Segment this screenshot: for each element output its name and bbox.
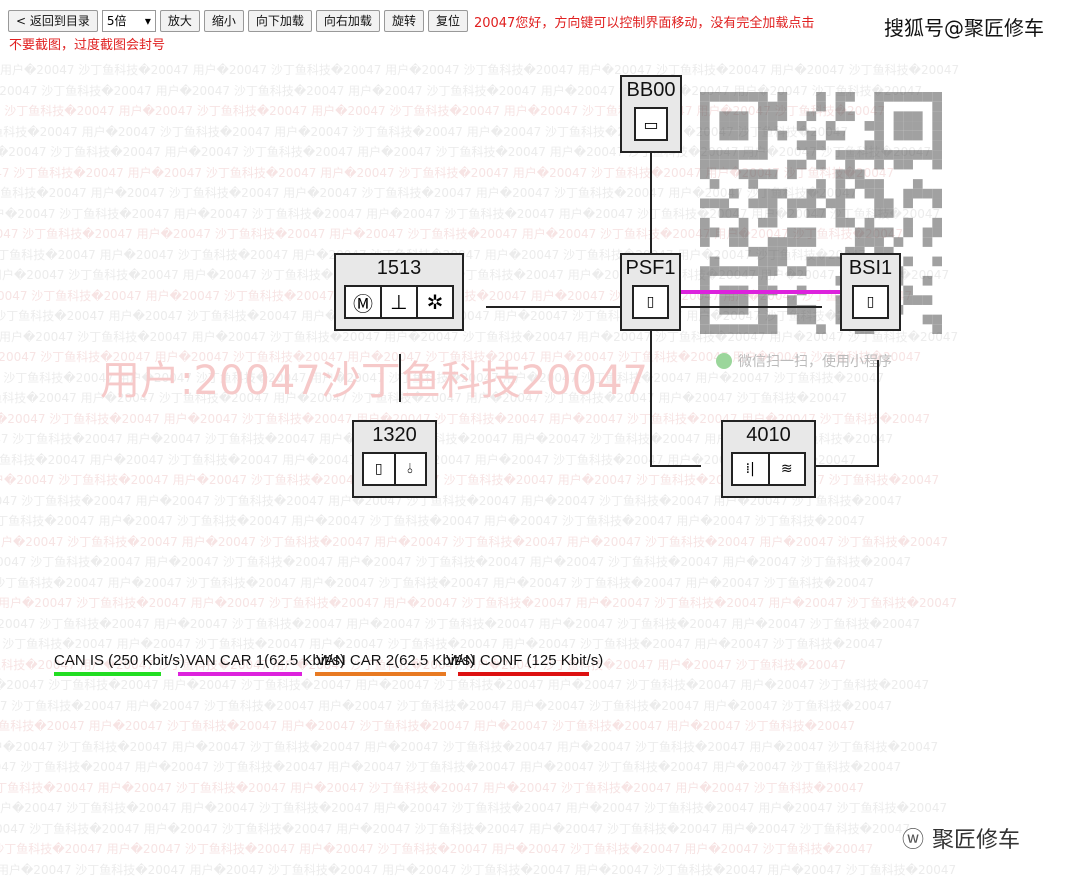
background-text-row: 用户�20047 沙丁鱼科技�20047 用户�20047 沙丁鱼科技�2004… bbox=[0, 862, 957, 877]
background-text-row: 用户�20047 沙丁鱼科技�20047 用户�20047 沙丁鱼科技�2004… bbox=[0, 534, 949, 549]
background-text-row: 用户�20047 沙丁鱼科技�20047 用户�20047 沙丁鱼科技�2004… bbox=[0, 370, 885, 385]
legend-swatch-van-car2 bbox=[315, 672, 446, 676]
component-label: BB00 bbox=[626, 79, 676, 101]
component-label: 1320 bbox=[372, 424, 417, 446]
background-text-row: 用户�20047 沙丁鱼科技�20047 用户�20047 沙丁鱼科技�2004… bbox=[0, 514, 866, 528]
background-text-row: 用户�20047 沙丁鱼科技�20047 用户�20047 沙丁鱼科技�2004… bbox=[0, 678, 930, 692]
background-text-row: 用户�20047 沙丁鱼科技�20047 用户�20047 沙丁鱼科技�2004… bbox=[0, 780, 865, 795]
screenshot-warning: 不要截图，过度截图会封号 bbox=[9, 38, 166, 53]
footer-brand: ⓦ 聚匠修车 bbox=[902, 822, 1020, 854]
chip-icon: ▯ bbox=[852, 285, 889, 319]
background-text-row: 用户�20047 沙丁鱼科技�20047 用户�20047 沙丁鱼科技�2004… bbox=[0, 493, 903, 508]
background-watermark-text: 用户�20047 沙丁鱼科技�20047 用户�20047 沙丁鱼科技�2004… bbox=[0, 60, 1080, 884]
zoom-level-value: 5倍 bbox=[106, 14, 127, 28]
battery-icon: ▭ bbox=[634, 107, 668, 141]
background-text-row: 用户�20047 沙丁鱼科技�20047 用户�20047 沙丁鱼科技�2004… bbox=[0, 760, 902, 774]
background-text-row: 用户�20047 沙丁鱼科技�20047 用户�20047 沙丁鱼科技�2004… bbox=[0, 719, 856, 733]
legend-swatch-van-conf bbox=[458, 672, 589, 676]
large-watermark: 用户:20047沙丁鱼科技20047 bbox=[100, 358, 648, 404]
zoom-out-button[interactable]: 缩小 bbox=[203, 10, 244, 32]
heater-icon: ≋ bbox=[780, 461, 793, 477]
background-text-row: 用户�20047 沙丁鱼科技�20047 用户�20047 沙丁鱼科技�2004… bbox=[0, 432, 894, 446]
background-text-row: 用户�20047 沙丁鱼科技�20047 用户�20047 沙丁鱼科技�2004… bbox=[0, 698, 893, 713]
chip-icon: ▯ bbox=[364, 454, 396, 484]
back-to-catalog-button[interactable]: < 返回到目录 bbox=[8, 10, 98, 32]
footer-brand-text: 聚匠修车 bbox=[932, 828, 1021, 853]
toolbar: < 返回到目录 5倍 ▾ 放大 缩小 向下加载 向右加载 旋转 复位 20047您… bbox=[8, 10, 814, 32]
load-right-button[interactable]: 向右加载 bbox=[315, 10, 380, 32]
line-4010-bsi1 bbox=[816, 360, 879, 467]
background-text-row: 用户�20047 沙丁鱼科技�20047 用户�20047 沙丁鱼科技�2004… bbox=[0, 227, 904, 241]
fan-motor-icon: Ⓜ bbox=[346, 287, 382, 317]
component-label: 1513 bbox=[376, 257, 422, 279]
line-psf1-4010 bbox=[650, 331, 701, 467]
legend-label: VAN CONF (125 Kbit/s) bbox=[446, 652, 604, 669]
rotate-button[interactable]: 旋转 bbox=[383, 10, 424, 32]
background-text-row: 用户�20047 沙丁鱼科技�20047 用户�20047 沙丁鱼科技�2004… bbox=[0, 63, 960, 77]
reset-button[interactable]: 复位 bbox=[427, 10, 468, 32]
background-text-row: 用户�20047 沙丁鱼科技�20047 用户�20047 沙丁鱼科技�2004… bbox=[0, 555, 912, 569]
zoom-level-select[interactable]: 5倍 ▾ bbox=[101, 10, 156, 32]
background-text-row: 用户�20047 沙丁鱼科技�20047 用户�20047 沙丁鱼科技�2004… bbox=[0, 411, 931, 426]
sohu-brand-overlay: 搜狐号@聚匠修车 bbox=[884, 12, 1044, 41]
background-text-row: 用户�20047 沙丁鱼科技�20047 用户�20047 沙丁鱼科技�2004… bbox=[0, 391, 848, 405]
background-text-row: 用户�20047 沙丁鱼科技�20047 用户�20047 沙丁鱼科技�2004… bbox=[0, 842, 874, 856]
background-text-row: 用户�20047 沙丁鱼科技�20047 用户�20047 沙丁鱼科技�2004… bbox=[0, 145, 932, 159]
background-text-row: 用户�20047 沙丁鱼科技�20047 用户�20047 沙丁鱼科技�2004… bbox=[0, 83, 923, 98]
background-text-row: 用户�20047 沙丁鱼科技�20047 用户�20047 沙丁鱼科技�2004… bbox=[0, 821, 911, 836]
component-1320[interactable]: 1320 ▯ ⫰ bbox=[352, 420, 437, 498]
component-4010[interactable]: 4010 ⁞| ≋ bbox=[721, 420, 816, 498]
ac-icon: ✲ bbox=[426, 290, 444, 314]
qr-caption-text: 微信扫一扫，使用小程序 bbox=[738, 354, 892, 370]
background-text-row: 用户�20047 沙丁鱼科技�20047 用户�20047 沙丁鱼科技�2004… bbox=[0, 637, 884, 651]
component-psf1[interactable]: PSF1 ▯ bbox=[620, 253, 681, 331]
load-down-button[interactable]: 向下加载 bbox=[247, 10, 312, 32]
background-text-row: 用户�20047 沙丁鱼科技�20047 用户�20047 沙丁鱼科技�2004… bbox=[0, 801, 948, 815]
notice-text: 20047您好，方向键可以控制界面移动，没有完全加载点击 bbox=[473, 15, 815, 31]
component-icons: ▯ ⫰ bbox=[362, 452, 427, 486]
component-bb00[interactable]: BB00 ▭ bbox=[620, 75, 682, 153]
background-text-row: 用户�20047 沙丁鱼科技�20047 用户�20047 沙丁鱼科技�2004… bbox=[0, 596, 958, 610]
background-text-row: 用户�20047 沙丁鱼科技�20047 用户�20047 沙丁鱼科技�2004… bbox=[0, 473, 940, 487]
background-text-row: 用户�20047 沙丁鱼科技�20047 用户�20047 沙丁鱼科技�2004… bbox=[0, 657, 847, 672]
component-label: PSF1 bbox=[625, 257, 676, 279]
component-label: 4010 bbox=[746, 424, 791, 446]
background-text-row: 用户�20047 沙丁鱼科技�20047 用户�20047 沙丁鱼科技�2004… bbox=[0, 616, 921, 631]
legend-label: CAN IS (250 Kbit/s) bbox=[54, 652, 185, 669]
chip-icon: ▯ bbox=[632, 285, 669, 319]
component-icons: ⁞| ≋ bbox=[731, 452, 806, 486]
legend-label: VAN CAR 2(62.5 Kbit/s) bbox=[316, 652, 475, 669]
wechat-icon bbox=[716, 353, 732, 369]
background-text-row: 用户�20047 沙丁鱼科技�20047 用户�20047 沙丁鱼科技�2004… bbox=[0, 206, 941, 221]
legend-swatch-van-car1 bbox=[178, 672, 302, 676]
legend-label: VAN CAR 1(62.5 Kbit/s) bbox=[186, 652, 345, 669]
background-text-row: 用户�20047 沙丁鱼科技�20047 用户�20047 沙丁鱼科技�2004… bbox=[0, 350, 922, 364]
component-label: BSI1 bbox=[848, 257, 893, 279]
background-text-row: 用户�20047 沙丁鱼科技�20047 用户�20047 沙丁鱼科技�2004… bbox=[0, 165, 895, 180]
coolant-temp-icon: ⊥ bbox=[382, 287, 418, 317]
background-text-row: 用户�20047 沙丁鱼科技�20047 用户�20047 沙丁鱼科技�2004… bbox=[0, 575, 875, 590]
injector-icon: ⫰ bbox=[407, 461, 414, 477]
component-bsi1[interactable]: BSI1 ▯ bbox=[840, 253, 901, 331]
background-text-row: 用户�20047 沙丁鱼科技�20047 用户�20047 沙丁鱼科技�2004… bbox=[0, 739, 939, 754]
qr-caption: 微信扫一扫，使用小程序 bbox=[716, 351, 892, 371]
switch-icon: ⁞| bbox=[733, 454, 770, 484]
legend-swatch-can-is bbox=[54, 672, 161, 676]
component-icons: Ⓜ ⊥ ✲ bbox=[344, 285, 454, 319]
dropdown-arrow-icon: ▾ bbox=[144, 14, 151, 28]
zoom-in-button[interactable]: 放大 bbox=[159, 10, 200, 32]
wechat-icon: ⓦ bbox=[902, 828, 925, 853]
background-text-row: 用户�20047 沙丁鱼科技�20047 用户�20047 沙丁鱼科技�2004… bbox=[0, 186, 858, 200]
component-1513[interactable]: 1513 Ⓜ ⊥ ✲ bbox=[334, 253, 464, 331]
